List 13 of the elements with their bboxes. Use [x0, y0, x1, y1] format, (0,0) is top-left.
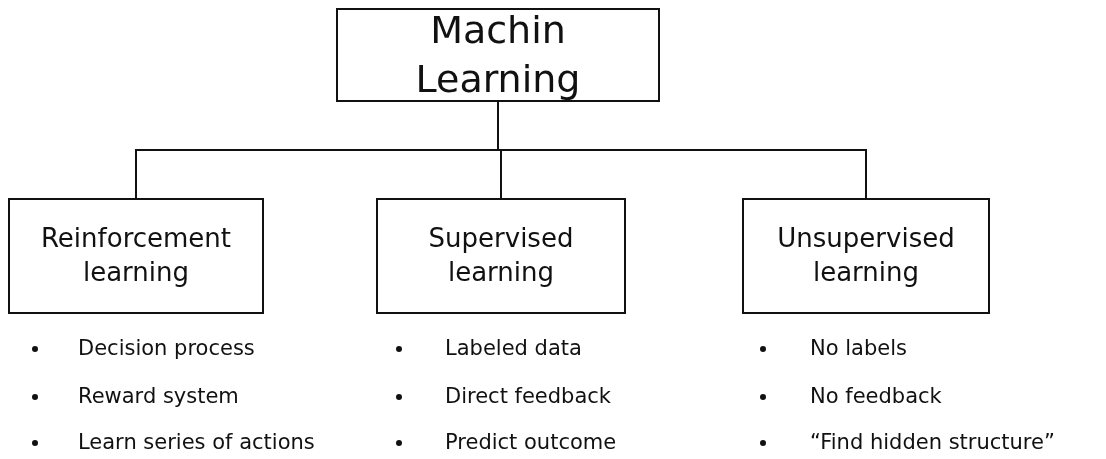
category-box: Unsupervised learning: [742, 198, 990, 314]
category-box: Reinforcement learning: [8, 198, 264, 314]
bullet-item: Predict outcome: [445, 429, 617, 455]
bullet-item: “Find hidden structure”: [810, 429, 1055, 455]
bullet-item: Decision process: [78, 335, 255, 361]
bullet-item: Labeled data: [445, 335, 582, 361]
bullet-item: Reward system: [78, 383, 239, 409]
bullet-item: Direct feedback: [445, 383, 612, 409]
root-box: Machin Learning: [336, 8, 660, 102]
bullet-item: No feedback: [810, 383, 942, 409]
bullet-item: No labels: [810, 335, 907, 361]
bullet-item: Learn series of actions: [78, 429, 315, 455]
category-box: Supervised learning: [376, 198, 626, 314]
